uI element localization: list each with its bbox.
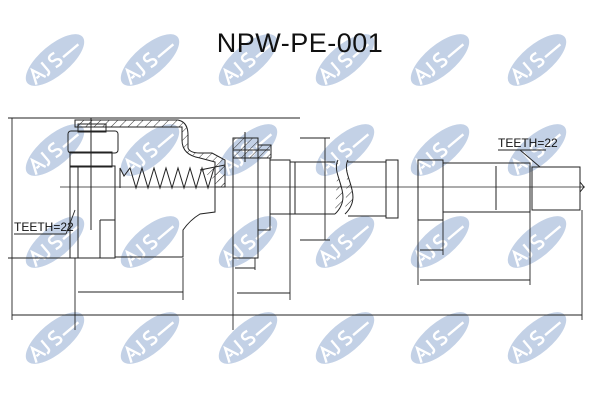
- ajs-parts-watermark-logo: [507, 34, 567, 86]
- part-number-title: NPW-PE-001: [216, 28, 384, 58]
- ajs-parts-watermark-logo: [218, 312, 278, 364]
- dimension-lines: [8, 117, 583, 330]
- ajs-parts-watermark-logo: [315, 124, 375, 176]
- ajs-parts-watermark-logo: [315, 312, 375, 364]
- ajs-parts-watermark-logo: [507, 216, 567, 268]
- ajs-parts-watermark-logo: [25, 124, 85, 176]
- ajs-parts-watermark-logo: [507, 312, 567, 364]
- ajs-parts-watermark-logo: [25, 312, 85, 364]
- ajs-parts-watermark-logo: [315, 34, 375, 86]
- ajs-parts-watermark-logo: [120, 216, 180, 268]
- ajs-parts-watermark-logo: [218, 34, 278, 86]
- ajs-parts-watermark-logo: [120, 124, 180, 176]
- ajs-parts-watermark-logo: [410, 216, 470, 268]
- drive-shaft: [270, 159, 585, 221]
- ajs-parts-watermark-logo: [410, 34, 470, 86]
- teeth-label-right: TEETH=22: [498, 136, 558, 150]
- ajs-parts-watermark-logo: [410, 124, 470, 176]
- ajs-parts-watermark-logo: [120, 312, 180, 364]
- teeth-label-left: TEETH=22: [14, 220, 74, 234]
- joint-housing: [67, 118, 226, 259]
- ajs-parts-watermark-logo: [315, 216, 375, 268]
- ajs-parts-watermark-logo: [410, 312, 470, 364]
- ajs-parts-watermark-logo: [25, 34, 85, 86]
- ajs-parts-watermark-logo: [120, 34, 180, 86]
- boot-clamp: [232, 132, 272, 259]
